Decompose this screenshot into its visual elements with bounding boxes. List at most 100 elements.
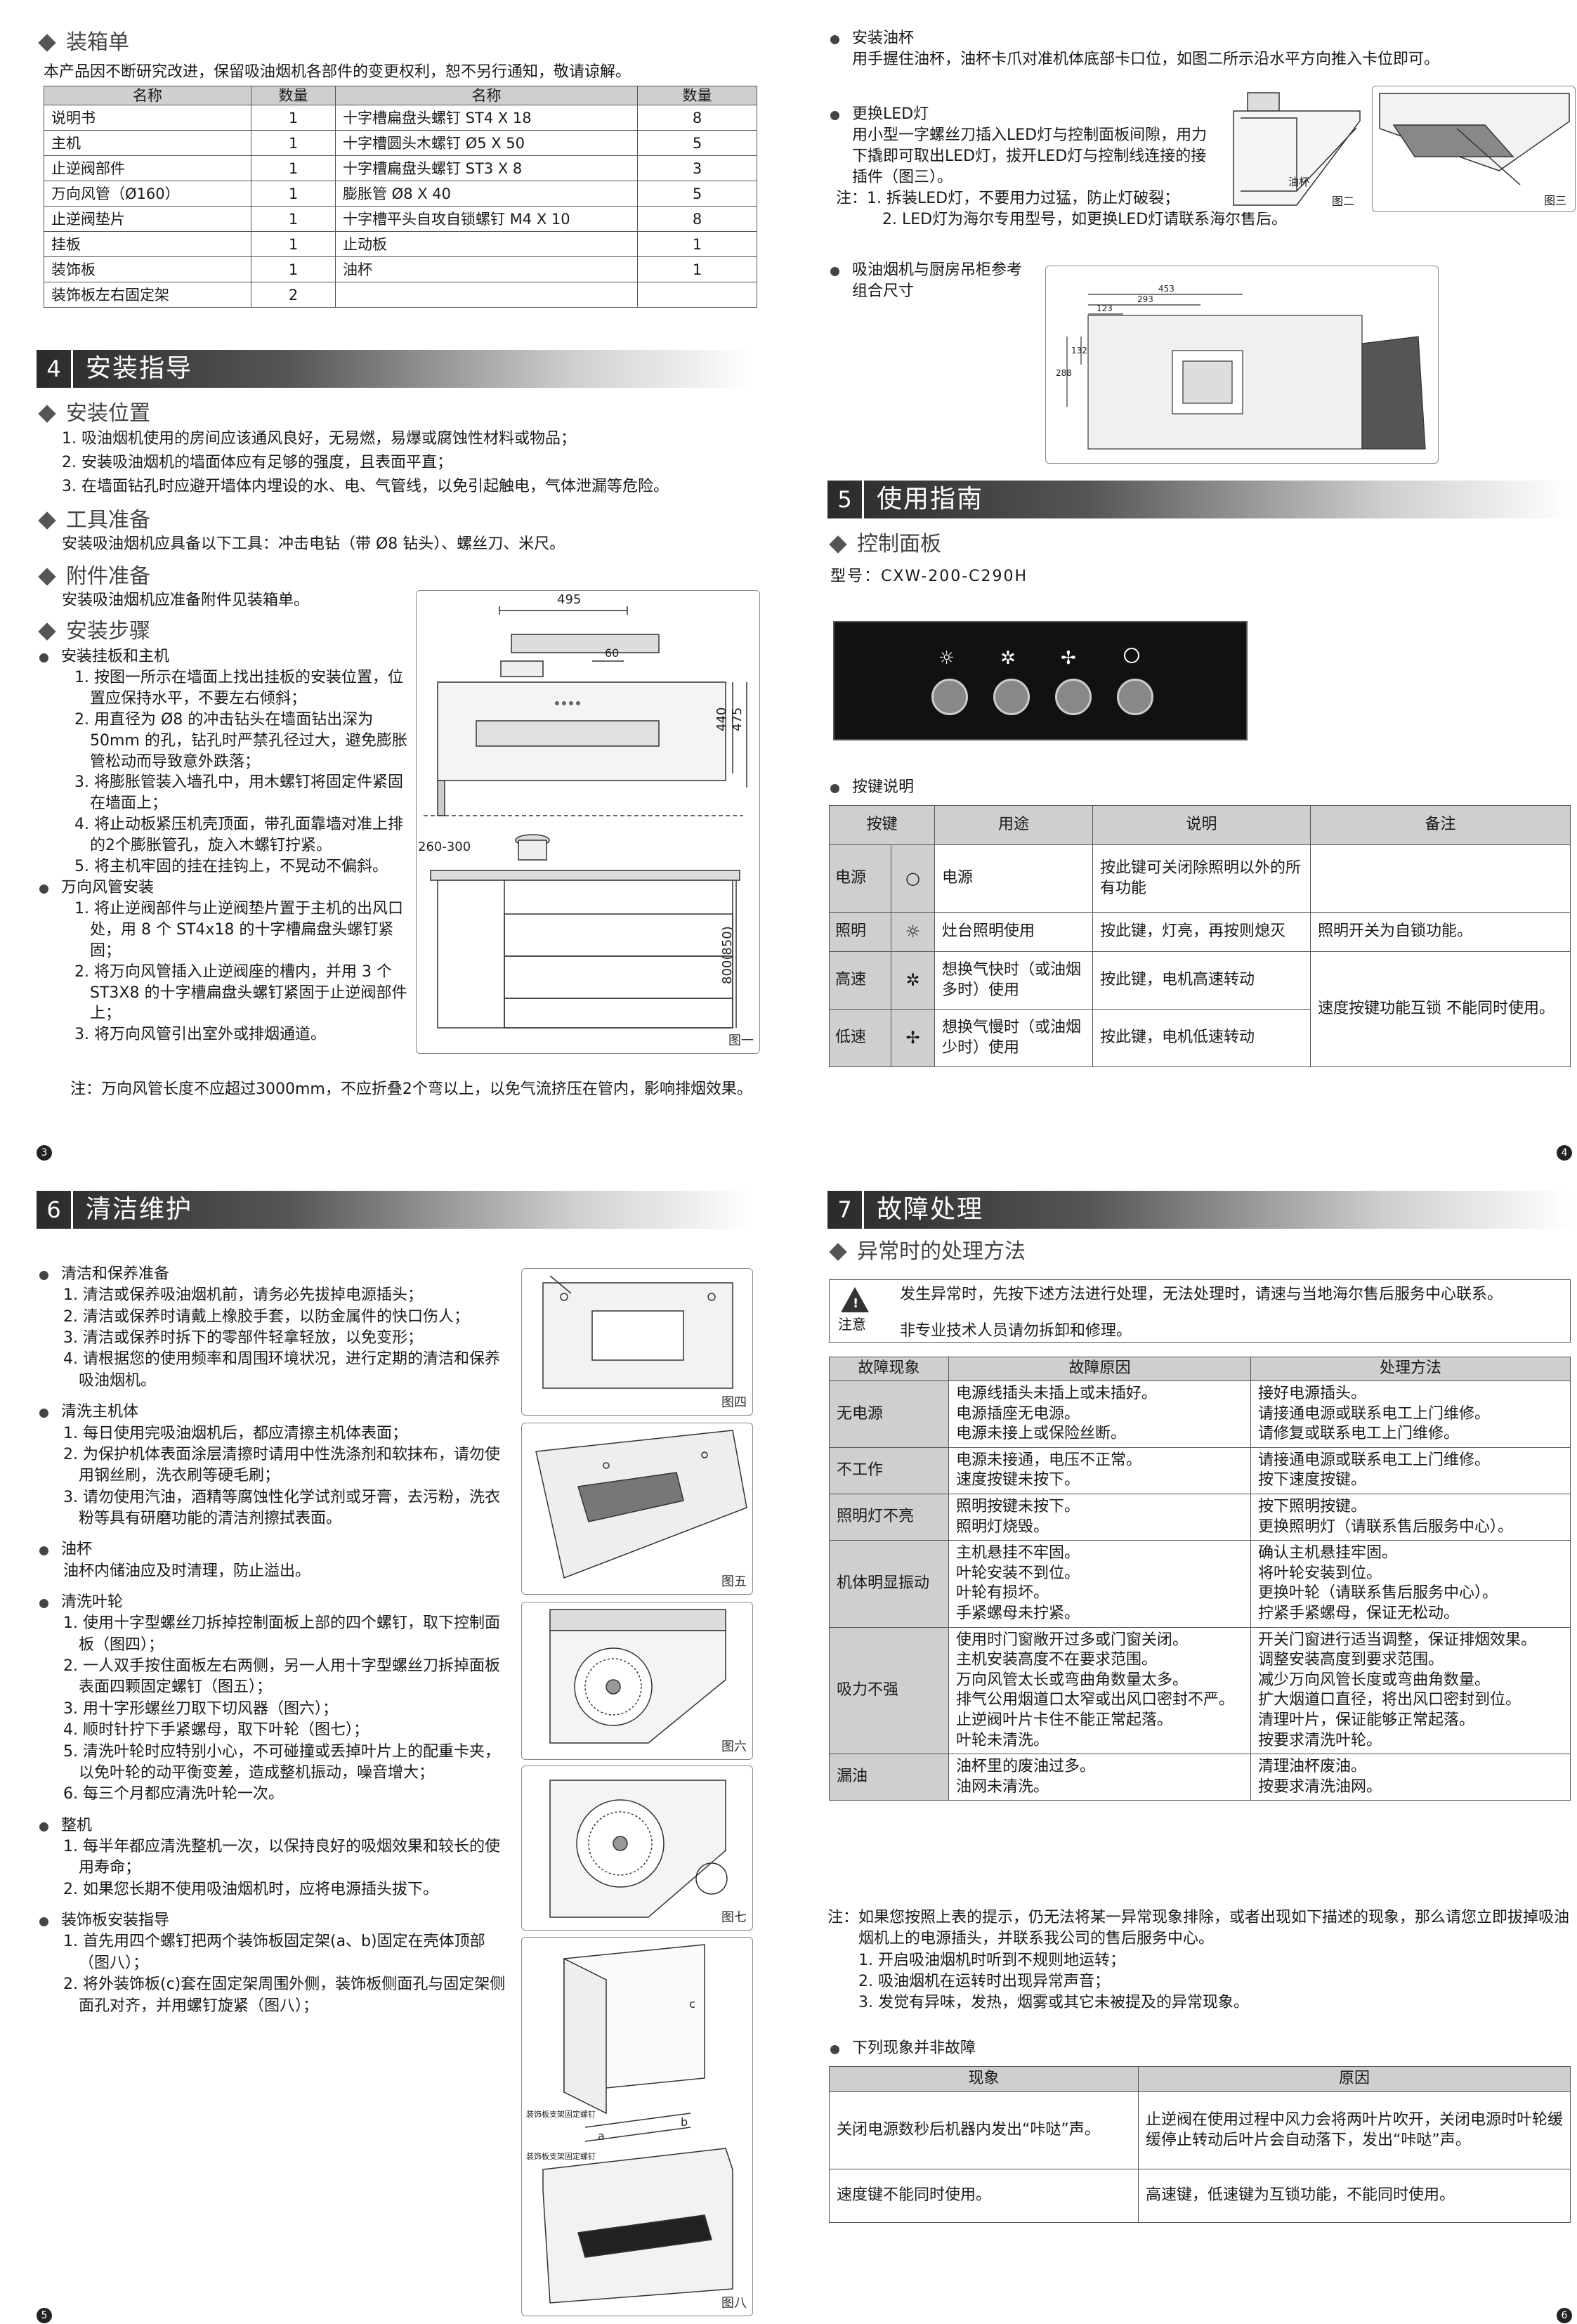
key-desc: 按此键，灯亮，再按则熄灭 bbox=[1092, 912, 1311, 952]
table-cell: 挂板 bbox=[44, 231, 251, 258]
dim-453: 453 bbox=[1158, 284, 1174, 294]
list-item: 3. 将万向风管引出室外或排烟通道。 bbox=[74, 1026, 326, 1044]
fig8-label-c: c bbox=[689, 1997, 695, 2011]
led-block: 更换LED灯 用小型一字螺丝刀插入LED灯与控制面板间隙，用力下撬即可取出LED… bbox=[827, 104, 1287, 230]
table-cell: 5 bbox=[637, 181, 757, 207]
position-title: 安装位置 bbox=[37, 399, 150, 428]
list-item: 1. 每半年都应清洗整机一次，以保持良好的吸烟效果和较长的使用寿命； bbox=[63, 1837, 500, 1877]
list-item: 1. 每日使用完吸油烟机后，都应清擦主机体表面； bbox=[63, 1424, 407, 1442]
list-item: 1. 使用十字型螺丝刀拆掉控制面板上部的四个螺钉，取下控制面板（图四）； bbox=[63, 1614, 500, 1654]
cabinet-diagram: 453 293 123 132 288 bbox=[1056, 284, 1426, 450]
table-cell: 膨胀管 Ø8 X 40 bbox=[335, 181, 638, 207]
section-number: 7 bbox=[827, 1191, 864, 1229]
air-cutter-diagram bbox=[549, 1609, 726, 1744]
bullet-oil-cup: 安装油杯 bbox=[827, 28, 1572, 49]
section-number: 5 bbox=[827, 481, 864, 518]
table-cell: 十字槽扁盘头螺钉 ST4 X 18 bbox=[335, 105, 638, 131]
list-item: 3. 用十字形螺丝刀取下切风器（图六）； bbox=[63, 1699, 338, 1718]
list-item: 5. 清洗叶轮时应特别小心，不可碰撞或丢掉叶片上的配重卡夹，以免叶轮的动平衡变差… bbox=[63, 1742, 500, 1782]
col-fix: 处理方法 bbox=[1250, 1357, 1571, 1381]
key-title-block: 按键说明 bbox=[827, 777, 914, 798]
cabinet-block: 吸油烟机与厨房吊柜参考组合尺寸 bbox=[827, 260, 1031, 302]
bullet-panel: 装饰板安装指导 bbox=[37, 1910, 514, 1931]
fault-cause: 电源未接通，电压不正常。 速度按键未按下。 bbox=[948, 1447, 1251, 1494]
cabinet-dimension-figure: 453 293 123 132 288 bbox=[1045, 266, 1439, 464]
packing-note: 本产品因不断研究改进，保留吸油烟机各部件的变更权利，恕不另行通知，敬请谅解。 bbox=[44, 63, 632, 81]
table-cell: 2 bbox=[251, 282, 336, 308]
impeller-removal-diagram bbox=[549, 1780, 728, 1918]
list-item: 4. 将止动板紧压机壳顶面，带孔面靠墙对准上排的2个膨胀管孔，旋入木螺钉拧紧。 bbox=[74, 816, 403, 855]
key-use: 想换气快时（或油烟多时）使用 bbox=[934, 951, 1093, 1010]
dim-260-300: 260-300 bbox=[418, 840, 471, 854]
bullet-cabinet: 吸油烟机与厨房吊柜参考组合尺寸 bbox=[827, 260, 1031, 302]
page-number: 3 bbox=[37, 1145, 52, 1161]
bullet-whole: 整机 bbox=[37, 1815, 514, 1836]
panel-title: 控制面板 bbox=[827, 530, 941, 559]
key-desc: 按此键，电机高速转动 bbox=[1092, 951, 1311, 1010]
dim-293: 293 bbox=[1137, 294, 1153, 304]
not-fault-title: 下列现象并非故障 bbox=[827, 2038, 976, 2059]
install-steps: 安装挂板和主机 1. 按图一所示在墙面上找出挂板的安装位置，位置应保持水平，不要… bbox=[37, 646, 416, 1045]
not-fault-title-block: 下列现象并非故障 bbox=[827, 2038, 976, 2059]
fault-cause: 油杯里的废油过多。 油网未清洗。 bbox=[948, 1754, 1251, 1801]
table-cell: 1 bbox=[251, 206, 336, 233]
figure-7: 图七 bbox=[521, 1765, 753, 1931]
list-item: 3. 在墙面钻孔时应避开墙体内埋设的水、电、气管线，以免引起触电，气体泄漏等危险… bbox=[62, 478, 669, 496]
fault-symptom: 机体明显振动 bbox=[829, 1540, 949, 1628]
table-cell: 装饰板左右固定架 bbox=[44, 282, 251, 308]
page-number: 4 bbox=[1557, 1145, 1572, 1161]
table-cell: 5 bbox=[637, 130, 757, 157]
list-item: 2. 为保护机体表面涂层清擦时请用中性洗涤剂和软抹布，请勿使用钢丝刷，洗衣刷等硬… bbox=[63, 1445, 500, 1485]
light-icon: ☼ bbox=[891, 912, 935, 952]
section-4-header: 4 安装指导 bbox=[37, 350, 753, 388]
col-qty: 数量 bbox=[251, 85, 336, 106]
table-row: 漏油油杯里的废油过多。 油网未清洗。清理油杯废油。 按要求清洗油网。 bbox=[829, 1754, 1571, 1801]
list-item: 2. 一人双手按住面板左右两侧，另一人用十字型螺丝刀拆掉面板表面四颗固定螺钉（图… bbox=[63, 1657, 500, 1697]
fault-cause: 电源线插头未插上或未插好。 电源插座无电源。 电源未接上或保险丝断。 bbox=[948, 1380, 1251, 1448]
fault-symptom: 漏油 bbox=[829, 1754, 949, 1801]
fan-low-button[interactable] bbox=[1055, 679, 1092, 715]
tool-text: 安装吸油烟机应具备以下工具：冲击电钻（带 Ø8 钻头）、螺丝刀、米尺。 bbox=[62, 535, 565, 553]
table-cell: 油杯 bbox=[335, 256, 638, 283]
panel-screw-diagram bbox=[542, 1275, 733, 1389]
dim-800: 800(850) bbox=[720, 926, 735, 984]
list-item: 5. 将主机牢固的挂在挂钩上，不晃动不偏斜。 bbox=[74, 858, 388, 876]
fan-high-button[interactable] bbox=[993, 679, 1030, 715]
table-cell bbox=[335, 282, 638, 308]
light-button[interactable] bbox=[931, 679, 968, 715]
section-number: 6 bbox=[37, 1191, 73, 1229]
power-button[interactable] bbox=[1117, 679, 1153, 715]
decor-panel-diagram: 装饰板支架固定螺钉 装饰板支架固定螺钉 a b c bbox=[526, 1944, 733, 2304]
figure-1: 495 60 440 475 260-300 800(850) 图一 bbox=[416, 590, 760, 1054]
warning-box: ! 注意 发生异常时，先按下述方法进行处理，无法处理时，请速与当地海尔售后服务中… bbox=[829, 1279, 1571, 1343]
list-item: 2. 用直径为 Ø8 的冲击钻头在墙面钻出深为 50mm 的孔，钻孔时严禁孔径过… bbox=[74, 710, 407, 771]
section-title: 安装指导 bbox=[86, 354, 193, 384]
figure-label: 图八 bbox=[721, 2296, 747, 2311]
fig8-label-a: a bbox=[598, 2129, 605, 2143]
oil-cup-diagram: 油杯 图二 bbox=[1233, 92, 1361, 208]
list-item: 1. 首先用四个螺钉把两个装饰板固定架(a、b)固定在壳体顶部（图八）； bbox=[63, 1933, 485, 1972]
figure-8: 装饰板支架固定螺钉 装饰板支架固定螺钉 a b c 图八 bbox=[521, 1937, 753, 2316]
fault-note: 注：如果您按照上表的提示，仍无法将某一异常现象排除，或者出现如下描述的现象，那么… bbox=[827, 1907, 1572, 2014]
table-cell: 1 bbox=[637, 231, 757, 258]
table-row: 照明☼灶台照明使用按此键，灯亮，再按则熄灭照明开关为自锁功能。 bbox=[829, 912, 1571, 952]
table-cell: 止动板 bbox=[335, 231, 638, 258]
fan-high-icon: ✲ bbox=[1000, 648, 1016, 669]
key-name: 电源 bbox=[829, 844, 891, 913]
page-3: 装箱单 本产品因不断研究改进，保留吸油烟机各部件的变更权利，恕不另行通知，敬请谅… bbox=[37, 28, 781, 1180]
col-remark: 备注 bbox=[1310, 805, 1571, 845]
reason-cell: 高速键，低速键为互锁功能，不能同时使用。 bbox=[1138, 2169, 1571, 2223]
list-item: 1. 开启吸油烟机时听到不规则地运转； bbox=[858, 1951, 1125, 1969]
dim-132: 132 bbox=[1071, 346, 1087, 355]
bullet-led: 更换LED灯 bbox=[827, 104, 1214, 125]
led-note-1: 注：1. 拆装LED灯，不要用力过猛，防止灯破裂； bbox=[836, 189, 1180, 207]
list-item: 3. 请勿使用汽油，酒精等腐蚀性化学试剂或牙膏，去污粉，洗衣粉等具有研磨功能的清… bbox=[63, 1488, 500, 1527]
figure-2: 油杯 图二 bbox=[1219, 86, 1367, 212]
dim-288: 288 bbox=[1056, 368, 1072, 378]
section-5-header: 5 使用指南 bbox=[827, 481, 1572, 518]
